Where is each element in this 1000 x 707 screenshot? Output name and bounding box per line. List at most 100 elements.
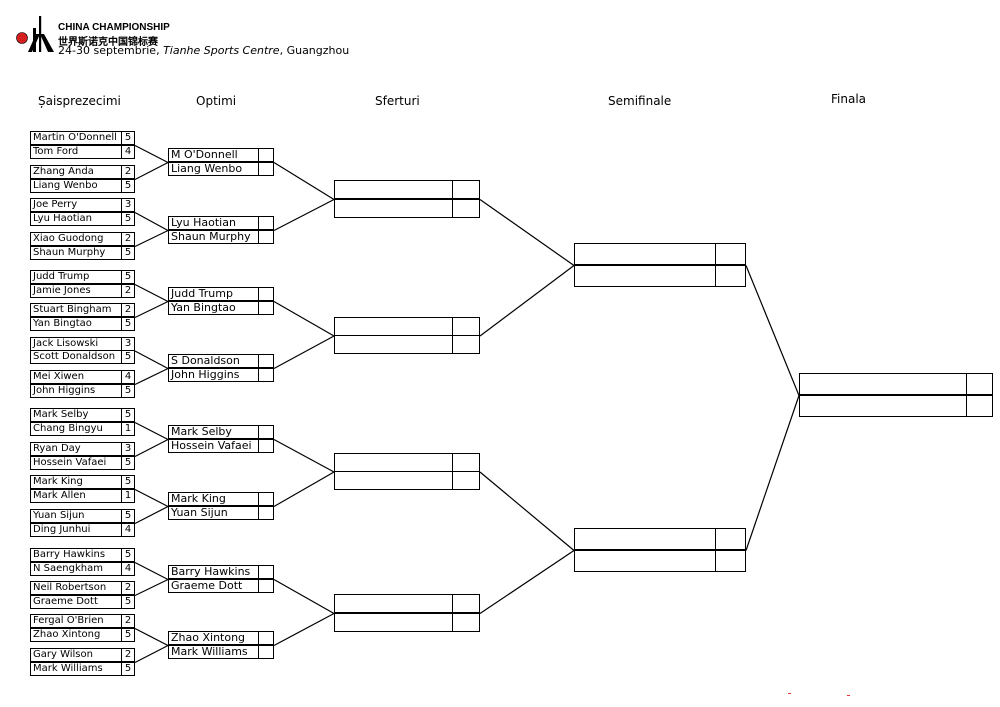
player-name: N Saengkham [33,563,103,574]
player-name: Liang Wenbo [33,180,98,191]
round-of-16-heading: Optimi [196,94,237,108]
player-score: 5 [121,213,134,225]
player-score [452,336,479,353]
player-name: Judd Trump [171,287,233,300]
player-slot: Hossein Vafaei [168,439,274,453]
player-score: 3 [121,199,134,211]
player-score: 4 [121,563,134,575]
player-score: 5 [121,351,134,363]
player-slot: Lyu Haotian [168,216,274,230]
player-name: Mark Williams [33,663,103,674]
bracket-connector [273,198,335,232]
tournament-dates: 24-30 septembrie, [58,44,164,57]
player-name: Gary Wilson [33,649,93,660]
player-score: 1 [121,423,134,435]
player-slot: N Saengkham 4 [30,562,135,576]
player-score: 5 [121,318,134,330]
player-slot: Shaun Murphy [168,230,274,244]
player-name: Zhao Xintong [171,631,246,644]
player-slot [334,199,480,218]
bracket-connector [745,395,800,551]
player-score [258,632,273,644]
player-slot: Judd Trump [168,287,274,301]
bracket-connector [134,367,169,386]
player-score: 3 [121,443,134,455]
player-score: 5 [121,247,134,259]
player-score [452,595,479,612]
player-score: 5 [121,132,134,144]
player-score: 2 [121,582,134,594]
round-of-32-heading: Șaisprezecimi [38,94,121,108]
player-name: Yan Bingtao [171,301,236,314]
player-name: Liang Wenbo [171,162,243,175]
tournament-venue: Tianhe Sports Centre [163,44,280,57]
player-name: Xiao Guodong [33,233,104,244]
player-name: Mark King [33,476,83,487]
bracket-connector [134,161,169,181]
player-slot: M O'Donnell [168,148,274,162]
player-score [258,217,273,229]
player-score [258,426,273,438]
player-slot: Martin O'Donnell 5 [30,131,135,145]
player-name: Jamie Jones [33,285,91,296]
player-score: 4 [121,146,134,158]
player-slot [574,265,746,287]
player-slot: Mark King [168,492,274,506]
player-name: Hossein Vafaei [33,457,107,468]
bracket-connector [134,350,169,370]
player-name: Mei Xiwen [33,371,85,382]
player-name: S Donaldson [171,354,240,367]
player-slot: Zhao Xintong [168,631,274,645]
bracket-connector [273,471,335,508]
player-score [258,440,273,452]
player-name: Mark Williams [171,645,248,658]
player-score [452,472,479,489]
player-slot: Chang Bingyu 1 [30,422,135,436]
player-score [452,614,479,631]
bracket-connector [479,550,575,614]
player-name: John Higgins [33,385,96,396]
player-score: 2 [121,285,134,297]
tournament-date-venue: 24-30 septembrie, Tianhe Sports Centre, … [58,44,349,57]
player-score: 5 [121,549,134,561]
bracket-connector [479,199,575,266]
scan-mark [847,695,850,696]
player-score: 2 [121,615,134,627]
player-score [258,646,273,658]
player-slot [574,550,746,572]
bracket-connector [134,229,169,248]
player-name: Shaun Murphy [33,247,106,258]
player-score [452,200,479,217]
player-score: 5 [121,476,134,488]
bracket-connector [479,471,575,551]
player-slot: Mark King 5 [30,475,135,489]
player-slot [574,243,746,265]
player-name: Lyu Haotian [171,216,236,229]
player-score: 5 [121,663,134,675]
player-slot: Graeme Dott [168,579,274,593]
player-score [452,318,479,335]
player-name: M O'Donnell [171,148,238,161]
player-slot [334,471,480,490]
bracket-connector [134,211,169,232]
player-score [966,396,992,416]
player-slot: Yan Bingtao 5 [30,317,135,331]
player-name: Chang Bingyu [33,423,103,434]
player-slot: Mark Williams 5 [30,662,135,676]
bracket-connector [273,612,335,647]
player-slot: Yuan Sijun [168,506,274,520]
player-name: Martin O'Donnell [33,132,117,143]
player-name: Graeme Dott [171,579,243,592]
bracket-connector [745,265,800,396]
player-slot [334,335,480,354]
player-name: Shaun Murphy [171,230,251,243]
player-name: Yan Bingtao [33,318,92,329]
player-score [258,231,273,243]
